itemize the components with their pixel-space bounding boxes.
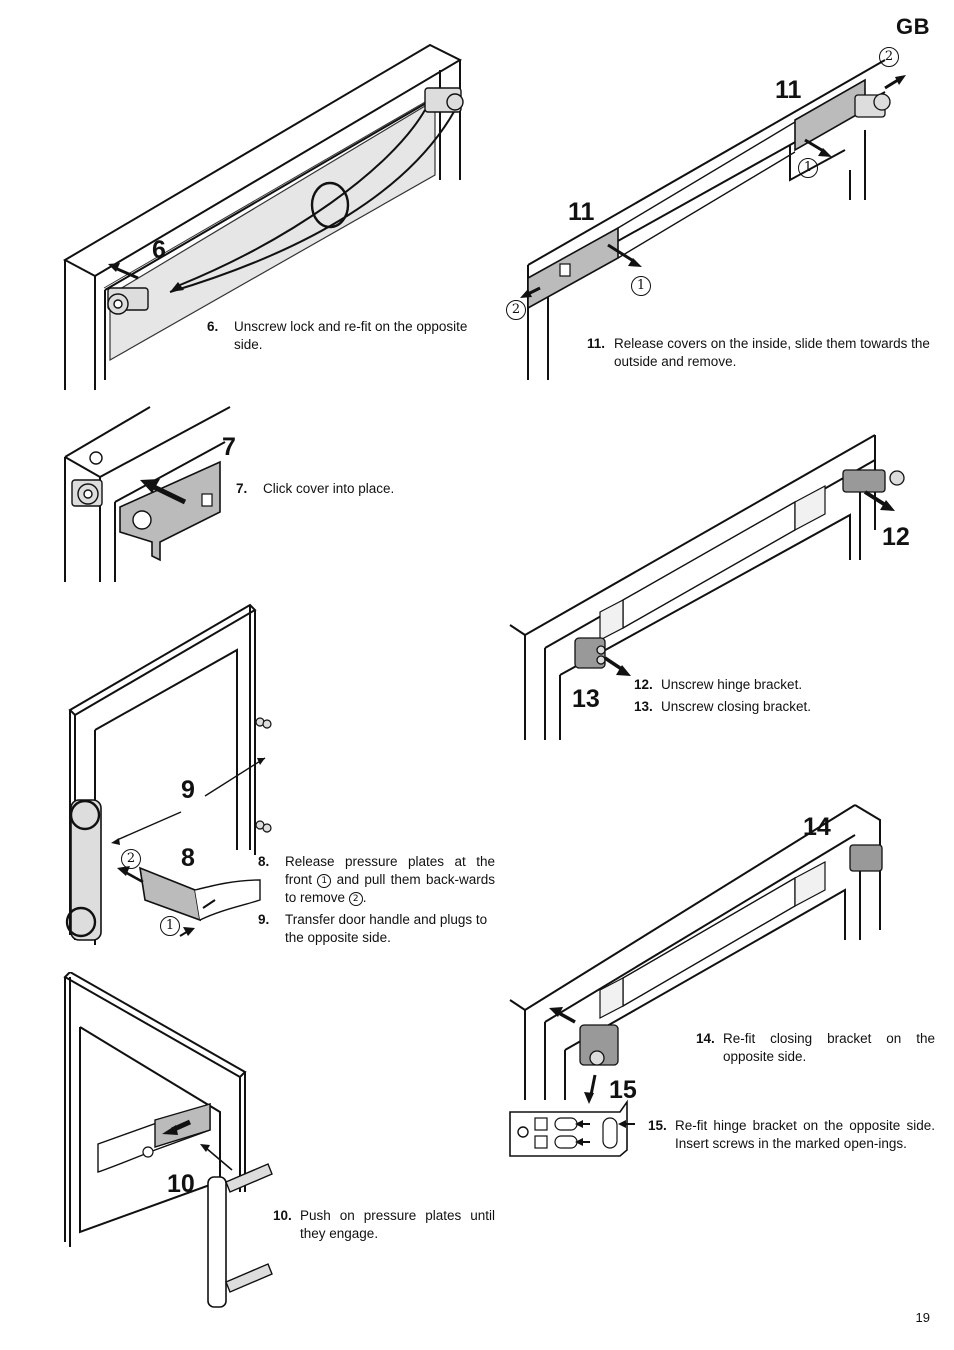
step-13: 13. Unscrew closing bracket. [634,698,931,716]
step-15: 15. Re-fit hinge bracket on the opposite… [648,1117,935,1153]
step-text: Release covers on the inside, slide them… [614,336,930,369]
step-number: 9. [258,912,270,927]
figure-label-10: 10 [167,1170,195,1198]
marker-2: 2 [506,300,526,320]
step-text: Release pressure plates at the front [285,854,495,887]
figure-label-7: 7 [222,433,236,461]
figure-label-12: 12 [882,523,910,551]
marker-1-inline: 1 [317,874,332,888]
marker-2-inline: 2 [348,892,363,906]
step-number: 8. [258,854,270,869]
step-14: 14. Re-fit closing bracket on the opposi… [696,1030,935,1066]
illustration-fig10 [60,972,285,1312]
illustration-fig11 [500,40,910,380]
illustration-fig8-9 [55,600,280,945]
language-code: GB [896,14,930,39]
step-6: 6. Unscrew lock and re-fit on the opposi… [207,318,499,354]
step-text: Transfer door handle and plugs to the op… [285,912,488,945]
illustration-fig7 [60,402,250,584]
step-number: 13. [634,699,653,714]
figure-label-13: 13 [572,685,600,713]
step-text: Push on pressure plates until they engag… [300,1208,495,1241]
step-text: . [362,890,367,905]
step-7: 7. Click cover into place. [236,480,513,498]
illustration-fig14-15 [505,800,905,1160]
step-text: and pull them back-wards to remove [285,872,495,905]
marker-1: 1 [160,916,180,936]
illustration-fig6 [60,40,480,400]
step-number: 10. [273,1208,292,1223]
step-number: 14. [696,1031,715,1046]
step-number: 6. [207,319,219,334]
step-text: Unscrew hinge bracket. [661,677,803,692]
step-10: 10. Push on pressure plates until they e… [273,1207,495,1243]
step-text: Unscrew closing bracket. [661,699,812,714]
step-8: 8. Release pressure plates at the front … [258,853,495,907]
marker-1: 1 [631,276,651,296]
marker-1: 1 [798,158,818,178]
step-number: 11. [587,336,606,351]
step-12: 12. Unscrew hinge bracket. [634,676,931,694]
page-number: 19 [915,1310,930,1325]
illustration-fig12-13 [505,420,905,740]
step-11: 11. Release covers on the inside, slide … [587,335,934,371]
step-text: Re-fit closing bracket on the opposite s… [723,1031,935,1064]
figure-label-11a: 11 [775,76,802,104]
figure-label-8: 8 [181,844,195,872]
step-text: Re-fit hinge bracket on the opposite sid… [675,1118,935,1151]
figure-label-11b: 11 [568,198,595,226]
marker-2: 2 [121,849,141,869]
step-9: 9. Transfer door handle and plugs to the… [258,911,500,947]
marker-2: 2 [879,47,899,67]
step-number: 12. [634,677,653,692]
step-text: Click cover into place. [263,481,395,496]
figure-label-15: 15 [609,1076,637,1104]
figure-label-14: 14 [803,813,831,841]
figure-label-6: 6 [152,236,166,264]
figure-label-9: 9 [181,776,195,804]
step-text: Unscrew lock and re-fit on the opposite … [234,319,468,352]
step-number: 15. [648,1118,667,1133]
step-number: 7. [236,481,248,496]
